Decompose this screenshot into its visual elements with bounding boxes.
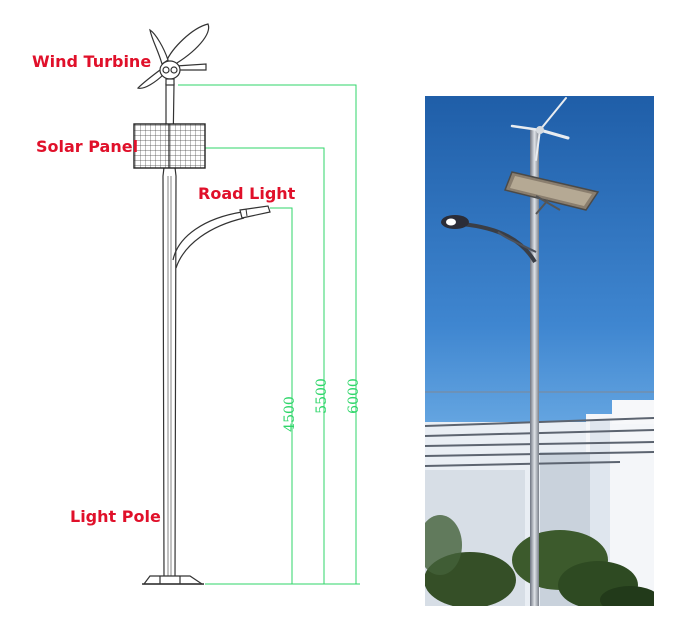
dimension-6000: 6000 — [346, 378, 362, 414]
dimension-lines — [178, 84, 360, 585]
turbine-blade-left — [149, 28, 169, 65]
dimension-line-road-light — [270, 207, 293, 584]
wind-turbine-drawing — [136, 23, 210, 89]
pole-base — [142, 575, 204, 585]
lamp-arm-outer — [172, 211, 243, 261]
label-road-light: Road Light — [198, 184, 296, 203]
turbine-blade-lower — [136, 69, 165, 89]
dimension-5500: 5500 — [314, 378, 330, 414]
turbine-blade-upper — [165, 23, 210, 67]
solar-panel-drawing — [133, 123, 206, 169]
street-light-photo — [425, 96, 654, 606]
technical-drawing: 4500 5500 6000 — [32, 23, 362, 585]
label-wind-turbine: Wind Turbine — [32, 52, 151, 71]
photo-foliage — [425, 515, 654, 606]
road-light-drawing — [172, 205, 271, 269]
photo-pole — [530, 130, 539, 606]
label-solar-panel: Solar Panel — [36, 137, 138, 156]
label-light-pole: Light Pole — [70, 507, 161, 526]
photo-lamp-arm — [461, 222, 537, 264]
dimension-line-solar-panel — [205, 147, 325, 584]
photo-pergola — [425, 391, 654, 467]
dimension-line-wind-turbine — [178, 84, 357, 584]
photo-wind-turbine — [510, 97, 570, 161]
lamp-arm-inner — [175, 217, 245, 269]
dimension-4500: 4500 — [282, 396, 298, 432]
pole-drawing — [142, 83, 204, 585]
lamp-head — [239, 205, 271, 219]
